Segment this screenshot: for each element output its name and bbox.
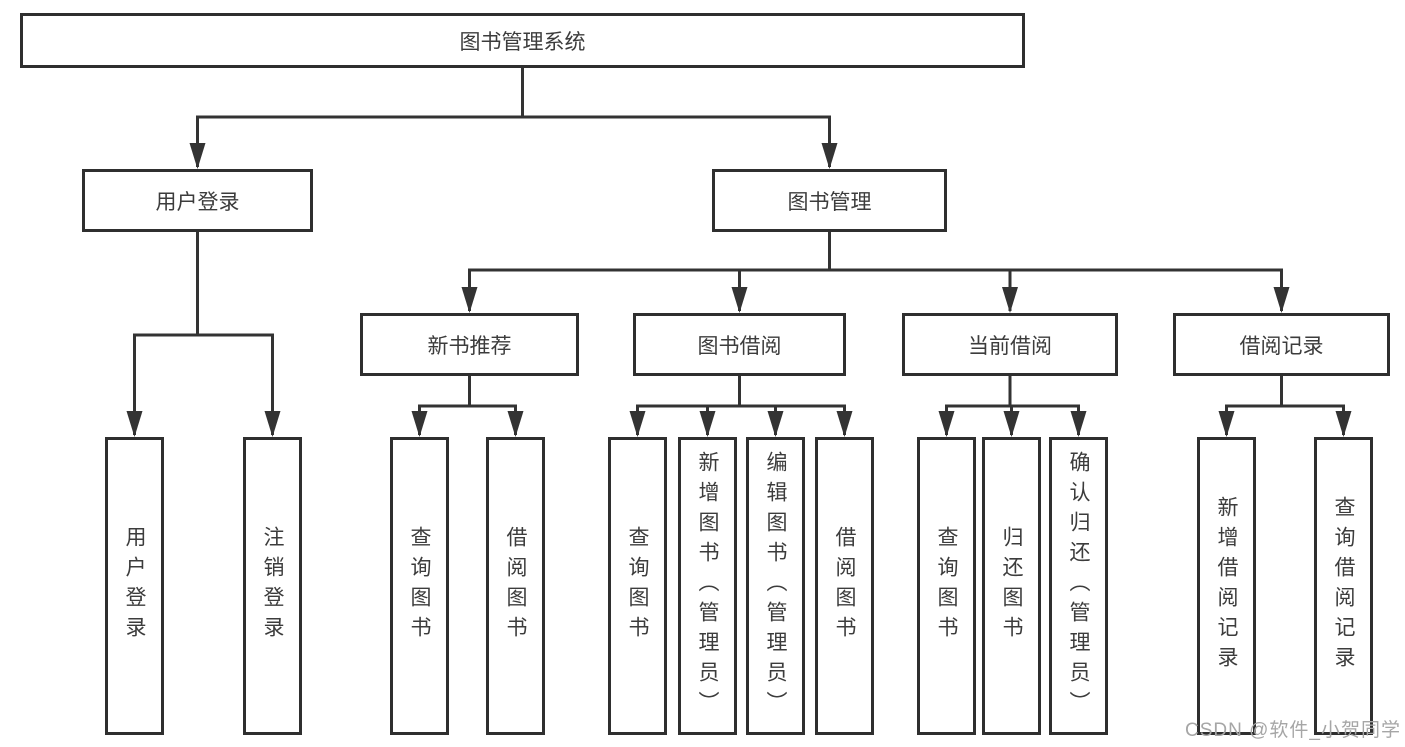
leaf-current-return-books-label: 归还图书 — [1000, 526, 1023, 646]
node-root-system: 图书管理系统 — [20, 13, 1025, 68]
node-book-borrowing: 图书借阅 — [633, 313, 846, 376]
node-current-borrowing-label: 当前借阅 — [968, 334, 1052, 358]
leaf-records-add-record: 新增借阅记录 — [1197, 437, 1256, 735]
node-book-management: 图书管理 — [712, 169, 947, 232]
leaf-borrowing-borrow-books: 借阅图书 — [815, 437, 874, 735]
node-root-system-label: 图书管理系统 — [459, 30, 586, 54]
node-borrowing-records-label: 借阅记录 — [1239, 334, 1324, 358]
connectors-book-management — [461, 232, 1290, 313]
node-new-book-recommend-label: 新书推荐 — [427, 334, 512, 358]
leaf-user-login-label: 用户登录 — [123, 526, 146, 646]
leaf-current-confirm-return-admin: 确认归还（管理员） — [1049, 437, 1108, 735]
leaf-current-query-books-label: 查询图书 — [935, 526, 958, 646]
node-book-borrowing-label: 图书借阅 — [697, 334, 782, 358]
connectors-book-borrowing — [629, 376, 853, 437]
leaf-borrowing-add-books-admin: 新增图书（管理员） — [678, 437, 737, 735]
leaf-records-add-record-label: 新增借阅记录 — [1215, 496, 1238, 676]
leaf-current-return-books: 归还图书 — [982, 437, 1041, 735]
csdn-watermark: CSDN @软件_小贺同学 — [1185, 720, 1401, 741]
leaf-user-login: 用户登录 — [105, 437, 164, 735]
leaf-current-query-books: 查询图书 — [917, 437, 976, 735]
leaf-records-query-record-label: 查询借阅记录 — [1332, 496, 1355, 676]
node-borrowing-records: 借阅记录 — [1173, 313, 1390, 376]
connectors-root — [189, 68, 838, 169]
node-new-book-recommend: 新书推荐 — [360, 313, 579, 376]
leaf-recommend-borrow-books: 借阅图书 — [486, 437, 545, 735]
leaf-current-confirm-return-admin-label: 确认归还（管理员） — [1067, 451, 1090, 721]
leaf-borrowing-edit-books-admin-label: 编辑图书（管理员） — [764, 451, 787, 721]
node-book-management-label: 图书管理 — [787, 190, 872, 214]
leaf-logout-label: 注销登录 — [261, 526, 284, 646]
connectors-new-book-recommend — [411, 376, 524, 437]
leaf-borrowing-query-books-label: 查询图书 — [626, 526, 649, 646]
leaf-recommend-query-books-label: 查询图书 — [408, 526, 431, 646]
leaf-borrowing-query-books: 查询图书 — [608, 437, 667, 735]
connectors-current-borrowing — [938, 376, 1087, 437]
leaf-recommend-query-books: 查询图书 — [390, 437, 449, 735]
connectors-borrowing-records — [1218, 376, 1352, 437]
leaf-borrowing-edit-books-admin: 编辑图书（管理员） — [746, 437, 805, 735]
leaf-borrowing-add-books-admin-label: 新增图书（管理员） — [696, 451, 719, 721]
connectors-user-login — [126, 232, 281, 437]
leaf-records-query-record: 查询借阅记录 — [1314, 437, 1373, 735]
node-current-borrowing: 当前借阅 — [902, 313, 1118, 376]
leaf-borrowing-borrow-books-label: 借阅图书 — [833, 526, 856, 646]
leaf-logout: 注销登录 — [243, 437, 302, 735]
node-user-login: 用户登录 — [82, 169, 313, 232]
node-user-login-label: 用户登录 — [155, 190, 240, 214]
leaf-recommend-borrow-books-label: 借阅图书 — [504, 526, 527, 646]
